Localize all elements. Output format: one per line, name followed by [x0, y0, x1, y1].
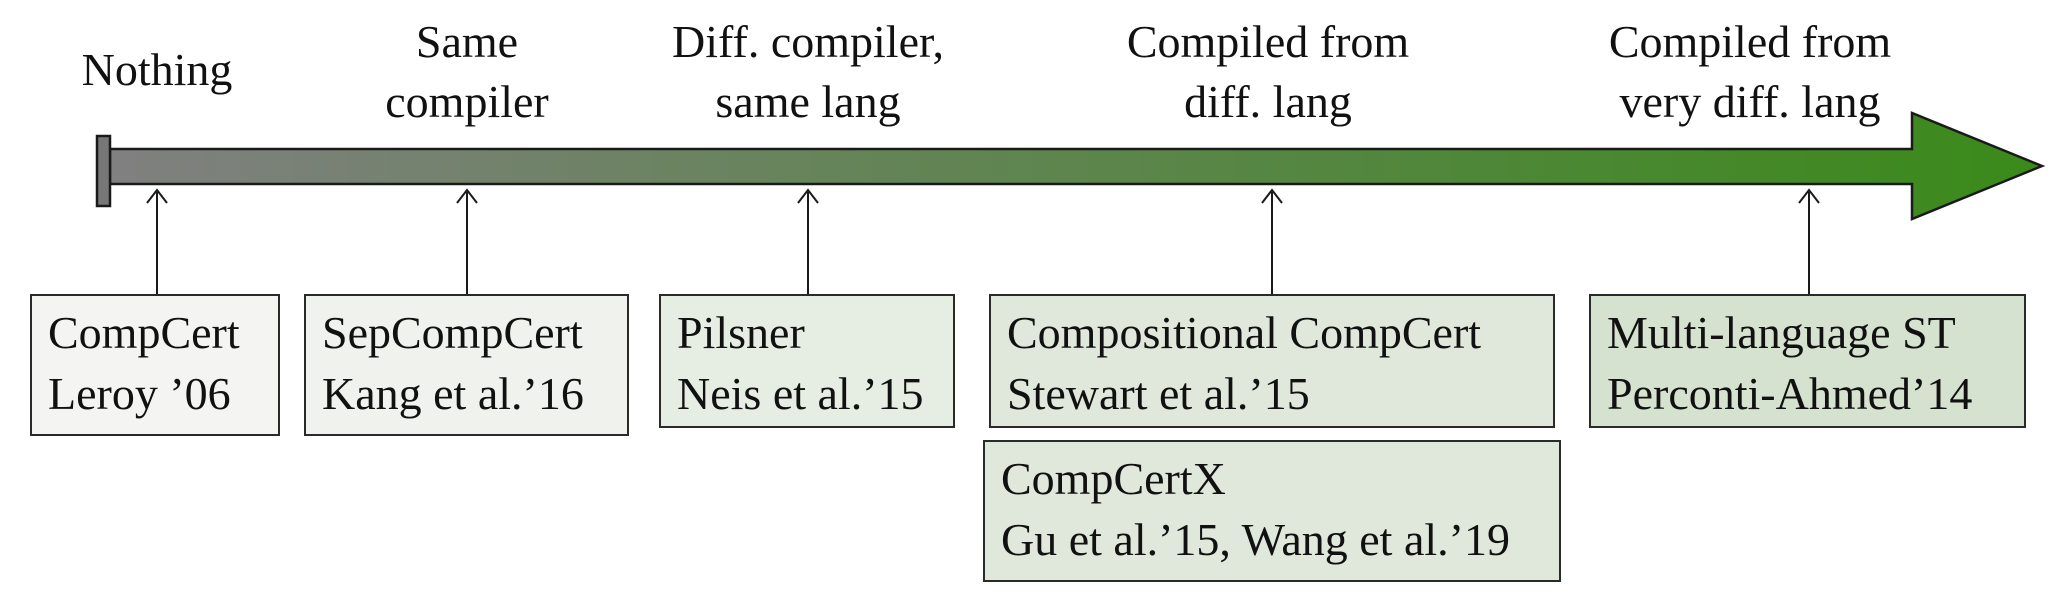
category-line: very diff. lang	[1619, 76, 1881, 127]
category-same-compiler: Same compiler	[337, 12, 597, 132]
pointer-sepcompcert	[456, 188, 478, 294]
category-line: Nothing	[81, 44, 233, 95]
category-nothing: Nothing	[57, 40, 257, 100]
category-compiled-from-diff-lang: Compiled from diff. lang	[1088, 12, 1448, 132]
category-line: Diff. compiler,	[672, 16, 944, 67]
category-diff-compiler-same-lang: Diff. compiler, same lang	[638, 12, 978, 132]
box-citation: Neis et al.’15	[677, 368, 924, 419]
category-line: compiler	[385, 76, 549, 127]
spectrum-arrow	[108, 111, 2046, 221]
pointer-compcert	[146, 188, 168, 294]
box-title: SepCompCert	[322, 307, 583, 358]
box-compcert: CompCert Leroy ’06	[30, 294, 280, 436]
box-citation: Kang et al.’16	[322, 368, 584, 419]
box-citation: Gu et al.’15, Wang et al.’19	[1001, 514, 1510, 565]
box-title: Pilsner	[677, 307, 805, 358]
category-line: same lang	[715, 76, 901, 127]
box-citation: Leroy ’06	[48, 368, 231, 419]
box-multi-language-st: Multi-language ST Perconti-Ahmed’14	[1589, 294, 2026, 428]
box-sepcompcert: SepCompCert Kang et al.’16	[304, 294, 629, 436]
pointer-compositional-compcert	[1261, 188, 1283, 294]
box-title: CompCertX	[1001, 453, 1226, 504]
category-compiled-from-very-diff-lang: Compiled from very diff. lang	[1570, 12, 1930, 132]
box-title: Compositional CompCert	[1007, 307, 1482, 358]
box-citation: Stewart et al.’15	[1007, 368, 1310, 419]
arrow-start-cap	[95, 134, 112, 208]
pointer-pilsner	[797, 188, 819, 294]
box-citation: Perconti-Ahmed’14	[1607, 368, 1973, 419]
pointer-multi-language-st	[1798, 188, 1820, 294]
category-line: Same	[415, 16, 519, 67]
box-pilsner: Pilsner Neis et al.’15	[659, 294, 955, 428]
box-title: CompCert	[48, 307, 240, 358]
pointer-arrows	[146, 188, 1820, 294]
box-compcertx: CompCertX Gu et al.’15, Wang et al.’19	[983, 440, 1561, 582]
box-title: Multi-language ST	[1607, 307, 1956, 358]
category-line: Compiled from	[1608, 16, 1892, 67]
box-compositional-compcert: Compositional CompCert Stewart et al.’15	[989, 294, 1555, 428]
category-line: diff. lang	[1184, 76, 1352, 127]
category-line: Compiled from	[1126, 16, 1410, 67]
